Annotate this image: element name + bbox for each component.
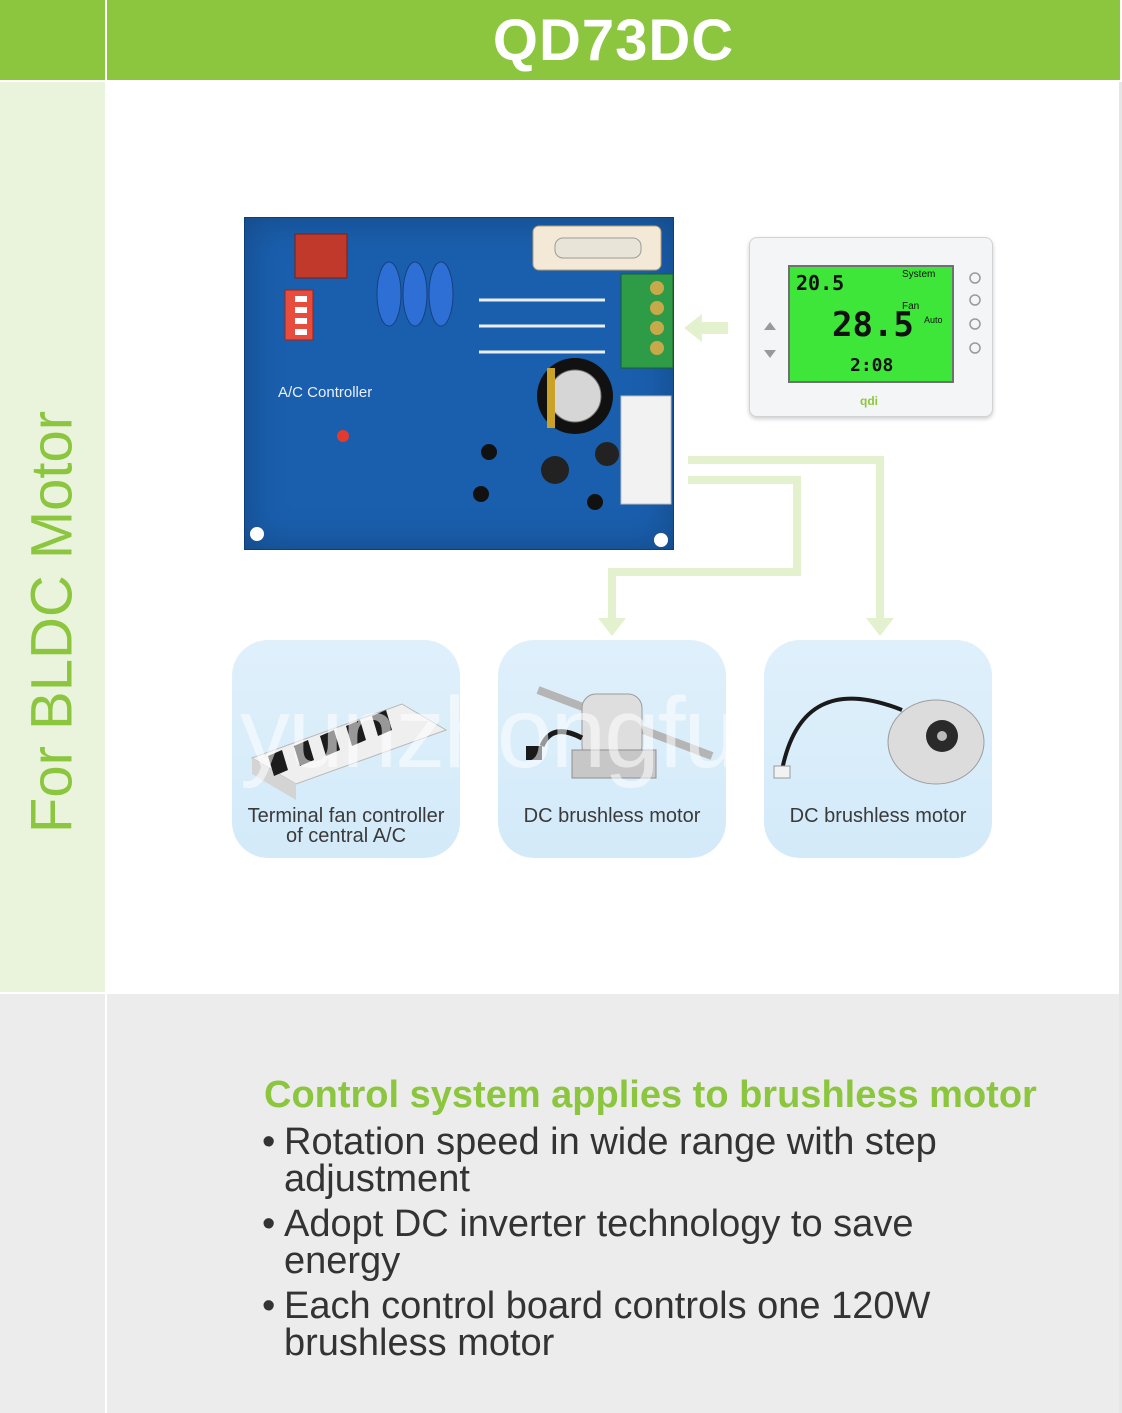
room-temp-readout: 28.5 (832, 305, 914, 345)
bottom-left-block (0, 994, 105, 1413)
product-caption-text: Terminal fan controller of central A/C (247, 805, 445, 847)
side-band: For BLDC Motor (0, 82, 105, 992)
product-caption: DC brushless motor (764, 806, 992, 852)
fan-label: Fan (902, 301, 920, 312)
header-bar: QD73DC (107, 0, 1120, 80)
feature-item: Adopt DC inverter technology to save ene… (262, 1205, 1022, 1280)
fan-mode: Auto (924, 315, 943, 325)
feature-heading: Control system applies to brushless moto… (264, 1074, 1037, 1116)
fan-motor-image (773, 696, 985, 785)
feature-item: Rotation speed in wide range with step a… (262, 1123, 1022, 1198)
product-caption-text: DC brushless motor (523, 805, 701, 827)
side-label: For BLDC Motor (19, 410, 85, 834)
product-caption: DC brushless motor (498, 806, 726, 852)
arrow-head-card-2 (598, 618, 626, 636)
product-caption-text: DC brushless motor (789, 805, 967, 827)
thermostat-panel: 20.5 System Fan Auto 28.5 2:08 qdi (749, 237, 993, 417)
system-label: System (902, 269, 936, 280)
product-title: QD73DC (492, 7, 735, 73)
header-left-block (0, 0, 105, 80)
watermark: yunzhongfu (240, 677, 739, 789)
pcb-label: A/C Controller (278, 384, 373, 401)
arrow-head-card-3 (866, 618, 894, 636)
feature-list: Rotation speed in wide range with step a… (262, 1123, 1022, 1370)
thermostat-lcd: 20.5 System Fan Auto 28.5 2:08 (788, 265, 954, 383)
thermostat-buttons (764, 272, 981, 358)
product-card-motor-1: DC brushless motor (498, 640, 726, 858)
fan-coil-unit-image (250, 703, 448, 800)
set-temp-readout: 20.5 (796, 271, 845, 295)
product-card-fan-coil: Terminal fan controller of central A/C (232, 640, 460, 858)
pcb-components (250, 225, 674, 547)
dc-motor-image (526, 686, 714, 779)
product-caption: Terminal fan controller of central A/C (232, 806, 460, 852)
pcb-board: A/C Controller (244, 217, 674, 550)
brand-logo: qdi (860, 394, 878, 408)
right-edge-divider (1119, 82, 1122, 1413)
arrow-head-pcb (684, 314, 702, 342)
time-readout: 2:08 (850, 355, 894, 376)
product-card-motor-2: DC brushless motor (764, 640, 992, 858)
arrow-to-card-3 (688, 456, 884, 625)
feature-item: Each control board controls one 120W bru… (262, 1287, 1022, 1362)
